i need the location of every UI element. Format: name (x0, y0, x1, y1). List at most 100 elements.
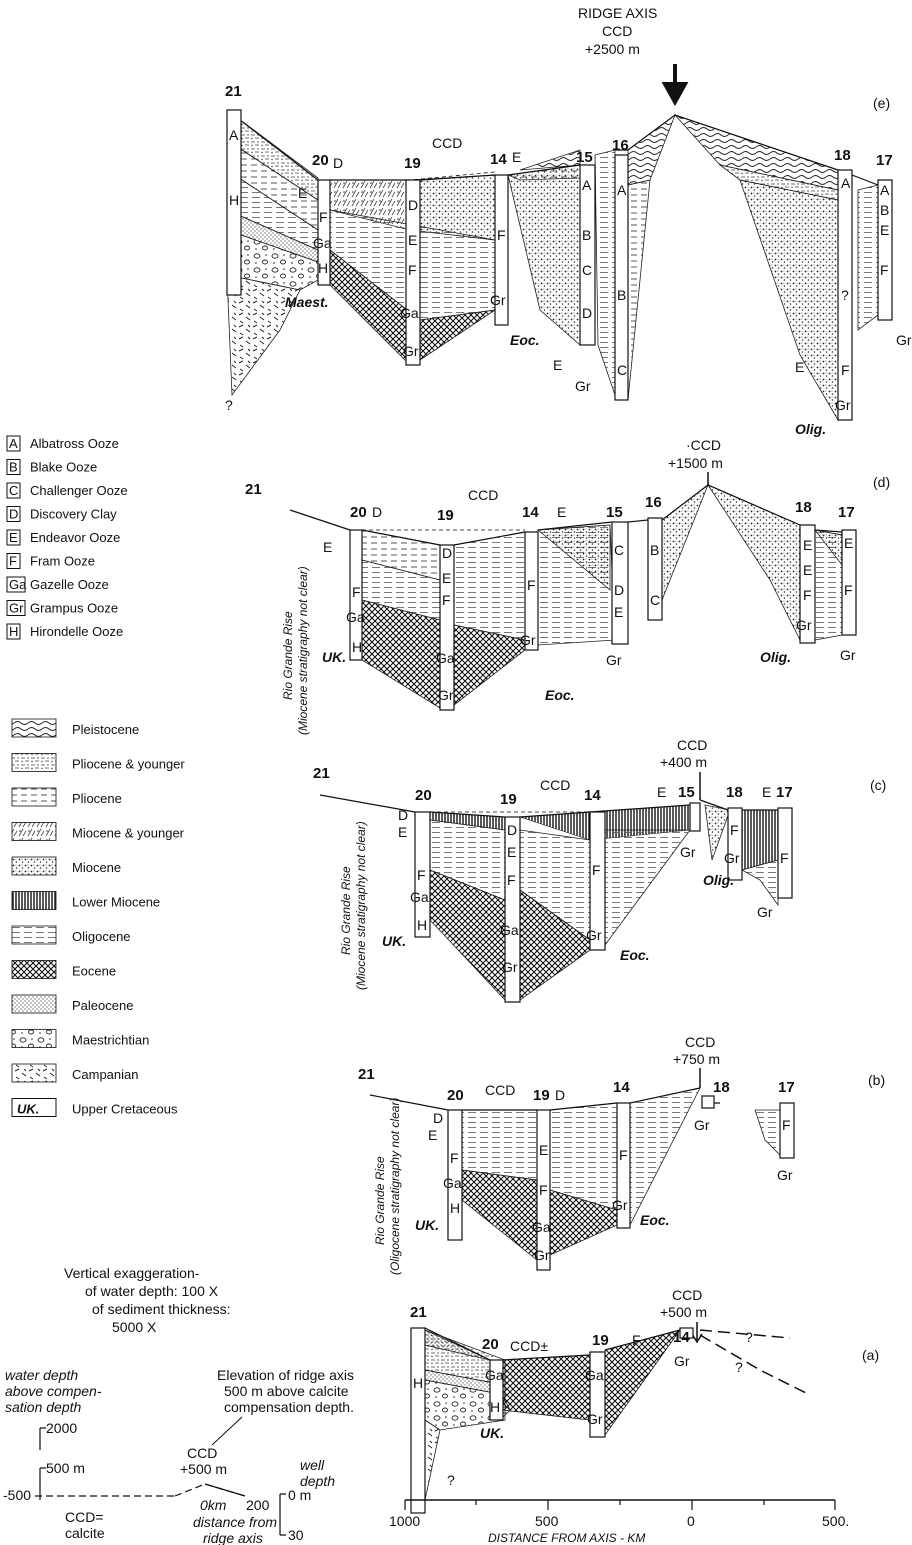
panel-label-d: (d) (873, 474, 890, 490)
ccd-pm-label-a: CCD± (510, 1338, 548, 1354)
unit-legend-box (6, 576, 26, 593)
unit-gr-19-d: Gr (438, 687, 454, 703)
site-label-19-b: 19 (533, 1087, 550, 1104)
site-label-14-c: 14 (584, 787, 601, 804)
unit-e-18-c: E (762, 784, 771, 800)
ridge-ccd-label-c: CCD (677, 737, 707, 753)
unit-legend-name: Hirondelle Ooze (30, 624, 123, 639)
seafloor-line-d (289, 484, 843, 546)
unit-f-20-c: F (417, 867, 426, 883)
pleist-fill-e (627, 113, 676, 186)
key-well-1: well (300, 1457, 325, 1473)
site-label-16-d: 16 (645, 494, 662, 511)
unit-e-14-c: E (657, 784, 666, 800)
site-label-20-c: 20 (415, 787, 432, 804)
age-olig-d: Olig. (760, 649, 791, 665)
olig-fill-e2 (594, 149, 616, 396)
unit-gr-14-c: Gr (586, 927, 602, 943)
site-column-19-b (536, 1109, 551, 1271)
unit-legend-box (6, 553, 21, 569)
rise-label-d-1: Rio Grande Rise (281, 611, 295, 700)
unit-d-20-c: D (398, 807, 408, 823)
unit-b-16-d: B (650, 542, 659, 558)
exag-line-2: of water depth: 100 X (85, 1283, 219, 1299)
age-legend-name: Paleocene (72, 998, 133, 1013)
key-tick-2000: 2000 (46, 1420, 77, 1436)
unit-ga-19-d: Ga (436, 650, 455, 666)
key-elev-2: 500 m above calcite (224, 1383, 349, 1399)
unit-e2-18-d: E (803, 562, 812, 578)
unit-c-16-e: C (617, 362, 627, 378)
unit-gr-18-d: Gr (796, 617, 812, 633)
age-legend-swatch (11, 718, 57, 738)
age-legend-item-maest: Maestrichtian (11, 1029, 149, 1048)
olig-fill-b3 (629, 1087, 701, 1226)
site-column-18-e (837, 169, 853, 421)
unit-f-19-a: F (632, 1332, 641, 1348)
olig-fill-e3 (857, 184, 879, 331)
age-legend-item-uk: UK.Upper Cretaceous (11, 1098, 178, 1117)
unit-h-20-d: H (352, 639, 362, 655)
age-legend-item-mio: Miocene (11, 856, 121, 876)
ridge-ccd-value-e: +2500 m (585, 41, 640, 57)
mio-fill-e (409, 174, 496, 241)
unit-gr-18-e: Gr (835, 397, 851, 413)
unit-a-18-e: A (841, 175, 851, 191)
age-legend-item-pleist: Pleistocene (11, 718, 139, 738)
unit-d-20-e: D (333, 155, 343, 171)
site-label-18-e: 18 (834, 147, 851, 164)
unit-e-17-e: E (880, 222, 889, 238)
key-ccd-value: +500 m (180, 1461, 227, 1477)
mio-fill-d (536, 524, 611, 591)
site-column-19-d (439, 544, 455, 711)
unit-e-20-c: E (398, 824, 407, 840)
site-column-21-e (226, 109, 242, 296)
panel-e: RIDGE AXIS CCD +2500 m (e) (225, 5, 912, 437)
age-legend-swatch (11, 960, 57, 979)
unit-f-19-c: F (507, 872, 516, 888)
site-column-21-a (410, 1327, 426, 1514)
unit-gr-19-a: Gr (587, 1411, 603, 1427)
unit-c-16-d: C (650, 592, 660, 608)
unit-b-16-e: B (617, 287, 626, 303)
site-label-19-e: 19 (404, 155, 421, 172)
unit-d-19-e: D (408, 197, 418, 213)
age-eoc-d: Eoc. (545, 687, 575, 703)
unit-gr-14-d: Gr (520, 632, 536, 648)
key-elev-pointer (211, 1416, 243, 1446)
unit-e-20-b: E (428, 1127, 437, 1143)
unit-gr-15-d: Gr (606, 652, 622, 668)
age-legend-name: Miocene (72, 860, 121, 875)
unit-f-20-d: F (352, 584, 361, 600)
unit-f-17-e: F (880, 262, 889, 278)
unit-e-20-d: E (323, 539, 332, 555)
site-column-14-e (494, 174, 509, 326)
unit-e-17-d: E (844, 535, 853, 551)
unit-a-21-e: A (229, 127, 239, 143)
unit-e-19-c: E (507, 844, 516, 860)
age-legend-swatch (11, 891, 57, 910)
ridge-ccd-value-d: +1500 m (668, 455, 723, 471)
key-water-1: water depth (5, 1367, 78, 1383)
unit-legend-code: H (9, 624, 18, 639)
unit-f-18-d: F (803, 587, 812, 603)
age-legend-name: Eocene (72, 964, 116, 979)
unit-legend-code: Ga (9, 577, 27, 592)
unit-legend-name: Albatross Ooze (30, 436, 119, 451)
distance-axis: 1000 500 0 500. DISTANCE FROM AXIS - KM (389, 1499, 849, 1545)
mio-fill-d3 (706, 484, 801, 641)
site-column-16-d (647, 517, 663, 621)
key-well-bar (279, 1493, 286, 1536)
unit-gr-14-b: Gr (612, 1197, 628, 1213)
unit-d-15-d: D (614, 582, 624, 598)
ccd-label-b: CCD (485, 1082, 515, 1098)
ridge-arrow-a (691, 1322, 703, 1344)
unit-q-21-e: ? (225, 397, 233, 413)
age-legend-swatch (11, 1063, 57, 1083)
